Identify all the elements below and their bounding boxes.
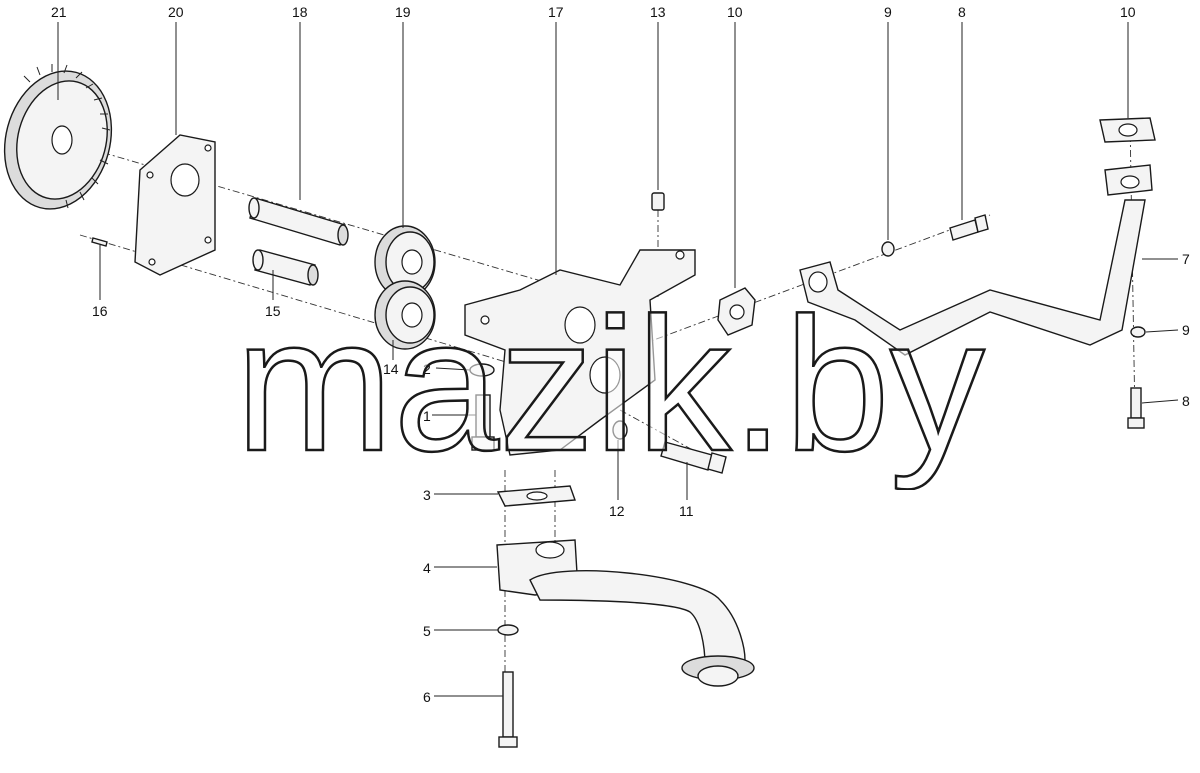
- bolt-8-top: [949, 214, 989, 241]
- assembly-axes: [59, 119, 1136, 740]
- callout-7: 7: [1182, 251, 1190, 267]
- gasket-3: [496, 485, 576, 507]
- callout-1: 1: [423, 408, 431, 424]
- callout-13: 13: [650, 4, 666, 20]
- callout-14: 14: [383, 361, 399, 377]
- callout-17: 17: [548, 4, 564, 20]
- bolt-8-right: [1127, 387, 1145, 429]
- washer-12: [612, 420, 628, 440]
- washer-9-right: [1130, 326, 1146, 338]
- callout-20: 20: [168, 4, 184, 20]
- callout-10-right: 10: [1120, 4, 1136, 20]
- stud-6: [498, 671, 518, 748]
- pipe-7: [799, 164, 1153, 356]
- shaft-15: [252, 249, 319, 286]
- callout-9-right: 9: [1182, 322, 1190, 338]
- shaft-18: [248, 197, 349, 246]
- bolt-1: [471, 394, 495, 451]
- washer-2: [469, 363, 495, 377]
- nut-5: [497, 624, 519, 636]
- callout-5: 5: [423, 623, 431, 639]
- callout-8-top: 8: [958, 4, 966, 20]
- callout-10-left: 10: [727, 4, 743, 20]
- washer-9-top: [881, 241, 895, 257]
- callout-3: 3: [423, 487, 431, 503]
- cover-20: [134, 134, 216, 276]
- pin-16: [91, 237, 108, 247]
- callout-11: 11: [679, 503, 694, 519]
- gasket-10-right: [1099, 117, 1156, 143]
- callout-19: 19: [395, 4, 411, 20]
- leader-lines: [57, 22, 1179, 697]
- gear-19: [374, 225, 436, 299]
- callout-12: 12: [609, 503, 625, 519]
- callout-21: 21: [51, 4, 67, 20]
- callout-18: 18: [292, 4, 308, 20]
- callout-2: 2: [423, 361, 431, 377]
- callout-16: 16: [92, 303, 108, 319]
- intake-pipe-4: [496, 539, 755, 687]
- gasket-10-left: [717, 287, 756, 336]
- callout-9-top: 9: [884, 4, 892, 20]
- callout-15: 15: [265, 303, 281, 319]
- bolt-11: [660, 441, 727, 474]
- callout-6: 6: [423, 689, 431, 705]
- pump-body-17: [464, 249, 696, 456]
- callout-8-right: 8: [1182, 393, 1190, 409]
- callout-4: 4: [423, 560, 431, 576]
- gear-14: [374, 280, 436, 350]
- gear-21: [3, 64, 113, 210]
- sleeve-13: [651, 192, 665, 211]
